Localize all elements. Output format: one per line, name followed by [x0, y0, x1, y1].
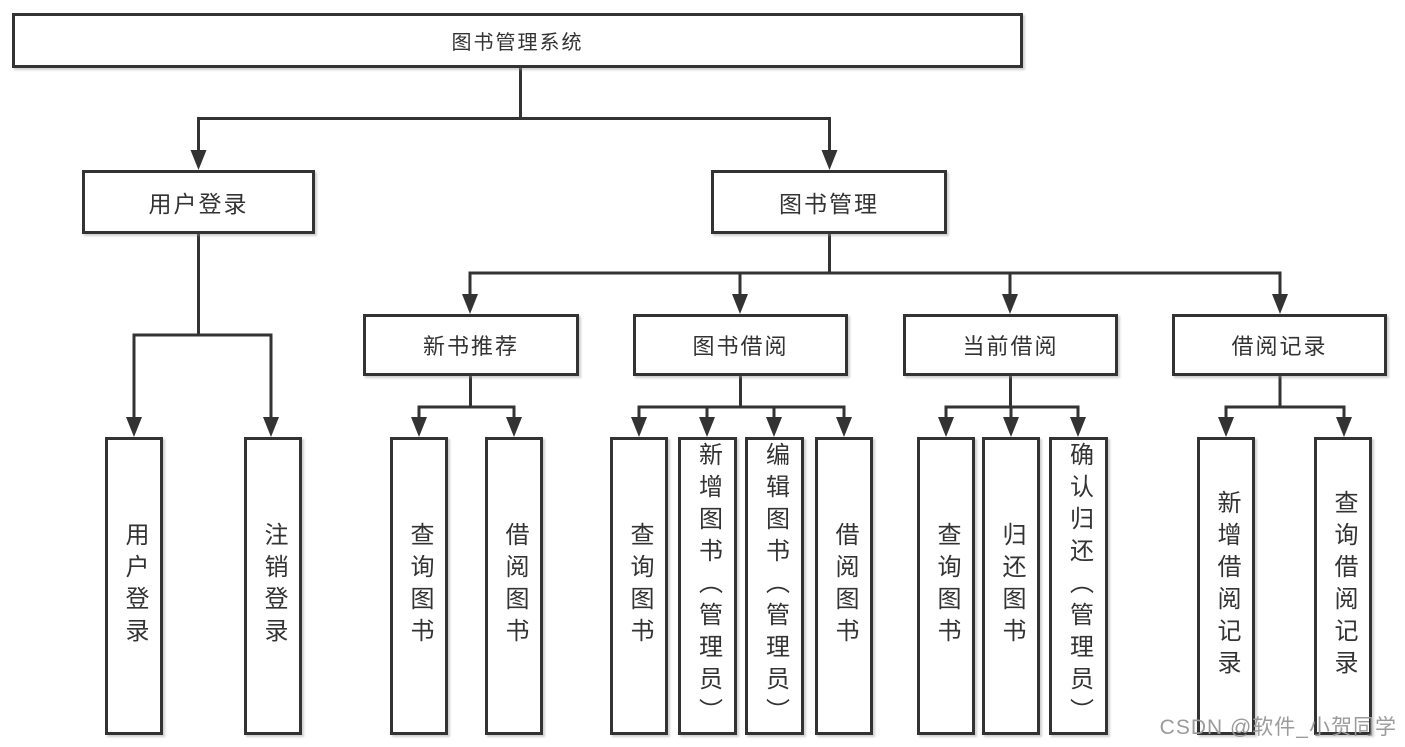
leaf-records-add-record: 新增借阅记录 — [1197, 437, 1255, 735]
node-user-login: 用户登录 — [82, 170, 315, 234]
leaf-borrow-edit-book-admin: 编辑图书（管理员） — [745, 437, 804, 735]
arrow-down-icon — [836, 417, 852, 437]
arrow-down-icon — [190, 150, 207, 170]
arrow-down-icon — [631, 417, 647, 437]
arrow-down-icon — [821, 150, 838, 170]
node-system-root: 图书管理系统 — [12, 13, 1023, 68]
node-user-login-label: 用户登录 — [148, 191, 249, 217]
node-new-book-recommend-label: 新书推荐 — [422, 334, 519, 359]
leaf-borrow-borrow-book: 借阅图书 — [815, 437, 873, 735]
node-new-book-recommend: 新书推荐 — [363, 314, 579, 376]
leaf-recommend-query-book-label: 查询图书 — [406, 522, 433, 650]
node-borrow-records-label: 借阅记录 — [1231, 334, 1328, 359]
connector-recommend-to-leaves — [417, 374, 516, 420]
connector-manage-to-level2 — [468, 232, 1282, 296]
leaf-borrow-add-book-admin-label: 新增图书（管理员） — [694, 442, 722, 730]
leaf-current-confirm-return-admin-label: 确认归还（管理员） — [1065, 442, 1093, 730]
arrow-down-icon — [1336, 417, 1352, 437]
connector-root-to-level1 — [197, 68, 831, 152]
leaf-logout: 注销登录 — [244, 437, 302, 735]
arrow-down-icon — [1070, 417, 1086, 437]
arrow-down-icon — [1003, 417, 1019, 437]
arrow-down-icon — [1218, 417, 1234, 437]
arrow-down-icon — [506, 417, 522, 437]
leaf-borrow-edit-book-admin-label: 编辑图书（管理员） — [761, 442, 789, 730]
arrow-down-icon — [766, 417, 782, 437]
connector-current-to-leaves — [944, 374, 1080, 420]
node-book-manage-label: 图书管理 — [779, 191, 879, 217]
node-system-root-label: 图书管理系统 — [451, 32, 584, 54]
leaf-current-return-book: 归还图书 — [982, 437, 1040, 735]
arrow-down-icon — [462, 294, 478, 314]
leaf-records-query-record: 查询借阅记录 — [1314, 437, 1372, 735]
leaf-recommend-borrow-book-label: 借阅图书 — [501, 522, 528, 650]
node-book-borrow-label: 图书借阅 — [692, 334, 789, 359]
leaf-borrow-borrow-book-label: 借阅图书 — [831, 522, 858, 650]
leaf-current-query-book-label: 查询图书 — [933, 522, 960, 650]
leaf-borrow-add-book-admin: 新增图书（管理员） — [678, 437, 737, 735]
leaf-records-query-record-label: 查询借阅记录 — [1330, 490, 1357, 682]
leaf-logout-label: 注销登录 — [260, 522, 287, 650]
arrow-down-icon — [938, 417, 954, 437]
connector-login-to-leaves — [132, 232, 273, 419]
node-current-borrow: 当前借阅 — [903, 314, 1118, 376]
arrow-down-icon — [1272, 294, 1288, 314]
csdn-watermark: CSDN @软件_小贺同学 — [1159, 716, 1397, 739]
arrow-down-icon — [732, 294, 748, 314]
arrow-down-icon — [411, 417, 427, 437]
leaf-records-add-record-label: 新增借阅记录 — [1213, 490, 1240, 682]
arrow-down-icon — [126, 417, 142, 437]
node-book-manage: 图书管理 — [711, 170, 947, 234]
leaf-current-return-book-label: 归还图书 — [998, 522, 1025, 650]
connector-borrow-to-leaves — [637, 374, 846, 420]
leaf-user-login-label: 用户登录 — [121, 522, 148, 650]
node-borrow-records: 借阅记录 — [1172, 314, 1387, 376]
leaf-recommend-borrow-book: 借阅图书 — [485, 437, 543, 735]
arrow-down-icon — [699, 417, 715, 437]
node-current-borrow-label: 当前借阅 — [962, 334, 1059, 359]
arrow-down-icon — [1002, 294, 1018, 314]
leaf-borrow-query-book-label: 查询图书 — [626, 522, 653, 650]
node-book-borrow: 图书借阅 — [633, 314, 848, 376]
leaf-recommend-query-book: 查询图书 — [390, 437, 448, 735]
leaf-current-confirm-return-admin: 确认归还（管理员） — [1049, 437, 1108, 735]
arrow-down-icon — [263, 417, 279, 437]
leaf-current-query-book: 查询图书 — [917, 437, 975, 735]
connector-records-to-leaves — [1224, 374, 1346, 420]
leaf-user-login: 用户登录 — [105, 437, 163, 735]
leaf-borrow-query-book: 查询图书 — [610, 437, 668, 735]
